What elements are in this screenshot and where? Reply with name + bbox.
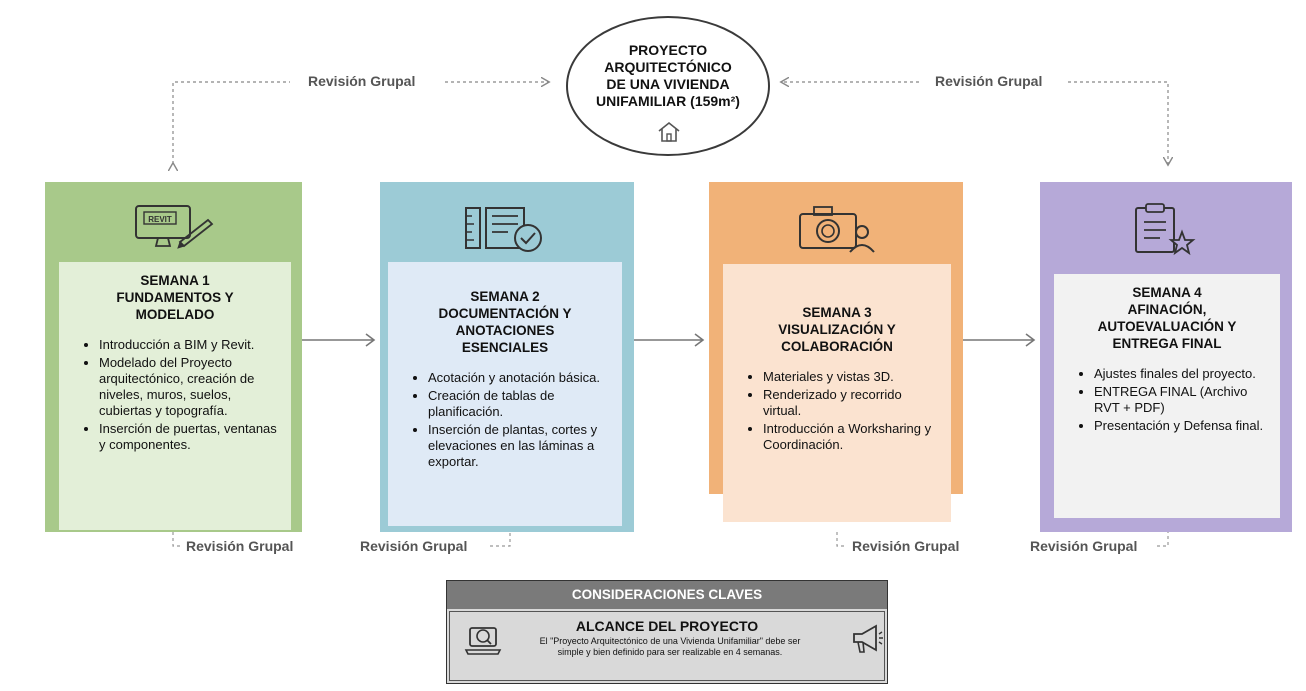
review-label-bottom-3: Revisión Grupal <box>852 538 960 554</box>
list-item: Modelado del Proyecto arquitectónico, cr… <box>99 355 281 419</box>
week-2-title: SEMANA 2 DOCUMENTACIÓN Y ANOTACIONES ESE… <box>398 288 612 356</box>
week-4-title-line: SEMANA 4 <box>1132 285 1202 300</box>
revit-logo-text: REVIT <box>148 215 172 224</box>
list-item: Introducción a BIM y Revit. <box>99 337 281 353</box>
arrow-week-2-to-3 <box>634 333 705 347</box>
week-3-title-line: SEMANA 3 <box>802 305 872 320</box>
laptop-magnifier-icon <box>464 627 502 655</box>
list-item: Inserción de puertas, ventanas y compone… <box>99 421 281 453</box>
week-1-list: Introducción a BIM y Revit. Modelado del… <box>69 337 281 453</box>
week-2-title-line: ESENCIALES <box>461 340 549 355</box>
review-label-bottom-2: Revisión Grupal <box>360 538 468 554</box>
review-label-bottom-4: Revisión Grupal <box>1030 538 1138 554</box>
list-item: Presentación y Defensa final. <box>1094 418 1270 434</box>
week-3-title: SEMANA 3 VISUALIZACIÓN Y COLABORACIÓN <box>733 304 941 355</box>
week-2-title-line: SEMANA 2 <box>470 289 540 304</box>
project-scope-panel: ALCANCE DEL PROYECTO El "Proyecto Arquit… <box>449 611 885 681</box>
week-1-title-line: FUNDAMENTOS Y <box>116 290 234 305</box>
week-2-panel: SEMANA 2 DOCUMENTACIÓN Y ANOTACIONES ESE… <box>388 262 622 526</box>
list-item: Creación de tablas de planificación. <box>428 388 612 420</box>
week-arrows <box>302 333 1036 347</box>
week-4-list: Ajustes finales del proyecto. ENTREGA FI… <box>1064 366 1270 434</box>
title-line-3: DE UNA VIVIENDA <box>606 76 730 92</box>
key-considerations-box: CONSIDERACIONES CLAVES ALCANCE DEL PROYE… <box>446 580 888 684</box>
week-4-title-line: ENTREGA FINAL <box>1112 336 1222 351</box>
week-1-title-line: SEMANA 1 <box>140 273 210 288</box>
list-item: Renderizado y recorrido virtual. <box>763 387 941 419</box>
title-line-4: UNIFAMILIAR (159m²) <box>596 93 740 109</box>
review-label-bottom-1: Revisión Grupal <box>186 538 294 554</box>
list-item: Acotación y anotación básica. <box>428 370 612 386</box>
connector-bottom-2 <box>490 532 511 547</box>
review-label-top-right: Revisión Grupal <box>935 73 1043 89</box>
house-icon <box>658 121 680 142</box>
list-item: ENTREGA FINAL (Archivo RVT + PDF) <box>1094 384 1270 416</box>
week-3-title-line: VISUALIZACIÓN Y <box>778 322 896 337</box>
list-item: Introducción a Worksharing y Coordinació… <box>763 421 941 453</box>
connector-bottom-1 <box>172 532 180 547</box>
week-1-title: SEMANA 1 FUNDAMENTOS Y MODELADO <box>69 272 281 323</box>
ruler-document-check-icon <box>465 207 542 252</box>
project-scope-heading: ALCANCE DEL PROYECTO <box>575 618 759 634</box>
project-title: PROYECTO ARQUITECTÓNICO DE UNA VIVIENDA … <box>568 42 768 110</box>
week-1-panel: SEMANA 1 FUNDAMENTOS Y MODELADO Introduc… <box>59 262 291 530</box>
list-item: Ajustes finales del proyecto. <box>1094 366 1270 382</box>
week-3-list: Materiales y vistas 3D. Renderizado y re… <box>733 369 941 453</box>
week-3-title-line: COLABORACIÓN <box>781 339 893 354</box>
title-line-2: ARQUITECTÓNICO <box>604 59 732 75</box>
arrow-week-1-to-2 <box>302 333 376 347</box>
week-3-panel: SEMANA 3 VISUALIZACIÓN Y COLABORACIÓN Ma… <box>723 264 951 522</box>
week-2-list: Acotación y anotación básica. Creación d… <box>398 370 612 470</box>
week-2-title-line: ANOTACIONES <box>455 323 555 338</box>
revit-monitor-pencil-icon: REVIT <box>135 205 214 249</box>
camera-user-icon <box>799 206 875 253</box>
week-4-panel: SEMANA 4 AFINACIÓN, AUTOEVALUACIÓN Y ENT… <box>1054 274 1280 518</box>
connector-top-left-vertical <box>173 81 290 164</box>
connector-top-right-vertical <box>1068 81 1168 164</box>
week-1-title-line: MODELADO <box>135 307 215 322</box>
top-connectors <box>0 0 1306 180</box>
list-item: Materiales y vistas 3D. <box>763 369 941 385</box>
bottom-connectors <box>172 532 1169 547</box>
connector-bottom-4 <box>1157 532 1169 547</box>
week-2-title-line: DOCUMENTACIÓN Y <box>438 306 572 321</box>
project-title-ellipse: PROYECTO ARQUITECTÓNICO DE UNA VIVIENDA … <box>566 16 770 156</box>
megaphone-icon <box>853 624 883 653</box>
clipboard-star-icon <box>1135 203 1196 256</box>
key-considerations-header: CONSIDERACIONES CLAVES <box>447 581 887 609</box>
week-4-title: SEMANA 4 AFINACIÓN, AUTOEVALUACIÓN Y ENT… <box>1064 284 1270 352</box>
project-scope-text: El "Proyecto Arquitectónico de una Vivie… <box>539 636 801 657</box>
title-line-1: PROYECTO <box>628 42 708 58</box>
week-4-title-line: AUTOEVALUACIÓN Y <box>1097 319 1237 334</box>
week-4-title-line: AFINACIÓN, <box>1127 302 1207 317</box>
arrow-week-3-to-4 <box>963 333 1036 347</box>
review-label-top-left: Revisión Grupal <box>308 73 416 89</box>
list-item: Inserción de plantas, cortes y elevacion… <box>428 422 612 470</box>
connector-bottom-3 <box>836 532 845 547</box>
